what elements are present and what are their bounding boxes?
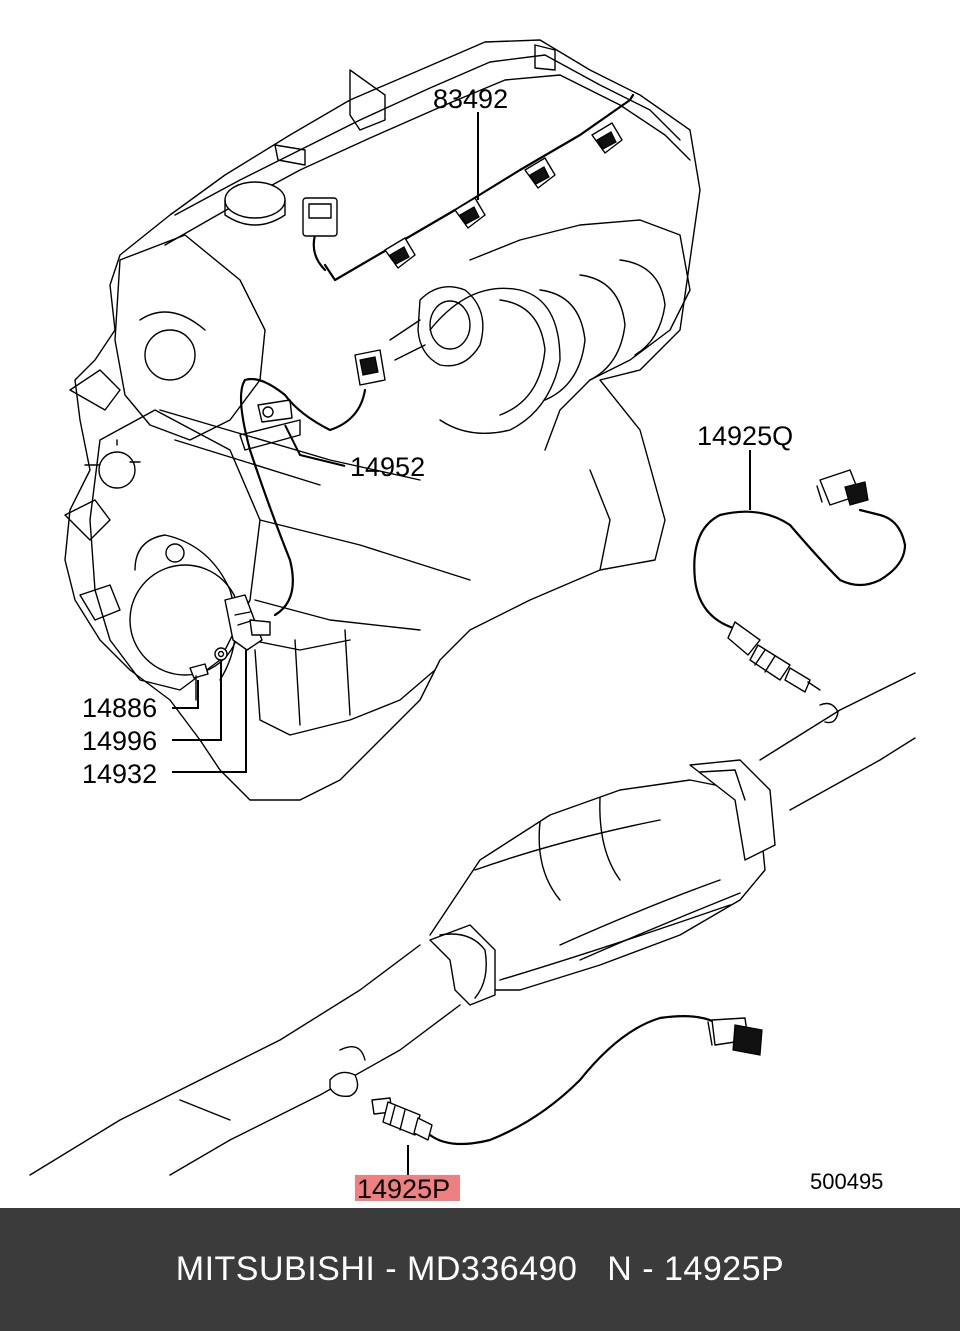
part-number: MD336490 xyxy=(407,1250,578,1288)
engine-block-drawing xyxy=(64,39,701,801)
callout-14886: 14886 xyxy=(82,693,157,723)
callout-14932: 14932 xyxy=(82,759,157,789)
front-oxygen-sensor-drawing xyxy=(693,469,907,693)
intake-manifold-drawing xyxy=(389,219,691,435)
rear-oxygen-sensor-drawing xyxy=(371,1015,763,1146)
parts-diagram: 83492 14952 14925Q 14886 14996 14932 149… xyxy=(29,39,916,1204)
sensor-harness-bracket-drawing xyxy=(189,349,386,701)
callout-14925q: 14925Q xyxy=(697,421,793,451)
reference-number: 14925P xyxy=(664,1250,785,1288)
ignition-coil-harness-drawing xyxy=(274,44,635,282)
callout-14996: 14996 xyxy=(82,726,157,756)
part-info-banner: MITSUBISHI - MD336490 N - 14925P xyxy=(0,1208,960,1331)
callout-83492: 83492 xyxy=(433,84,508,114)
callout-14952: 14952 xyxy=(350,452,425,482)
position-code: N xyxy=(607,1250,633,1288)
leader-lines xyxy=(172,112,751,1175)
highlight-box xyxy=(355,1175,460,1201)
brand-name: MITSUBISHI xyxy=(175,1250,376,1288)
callout-labels: 83492 14952 14925Q 14886 14996 14932 149… xyxy=(82,84,883,1204)
diagram-id: 500495 xyxy=(810,1169,883,1194)
exhaust-system-drawing xyxy=(29,672,916,1176)
separator: - xyxy=(632,1250,665,1288)
gap xyxy=(577,1250,607,1289)
separator: - xyxy=(375,1250,408,1288)
callout-14925p[interactable]: 14925P xyxy=(357,1174,450,1204)
